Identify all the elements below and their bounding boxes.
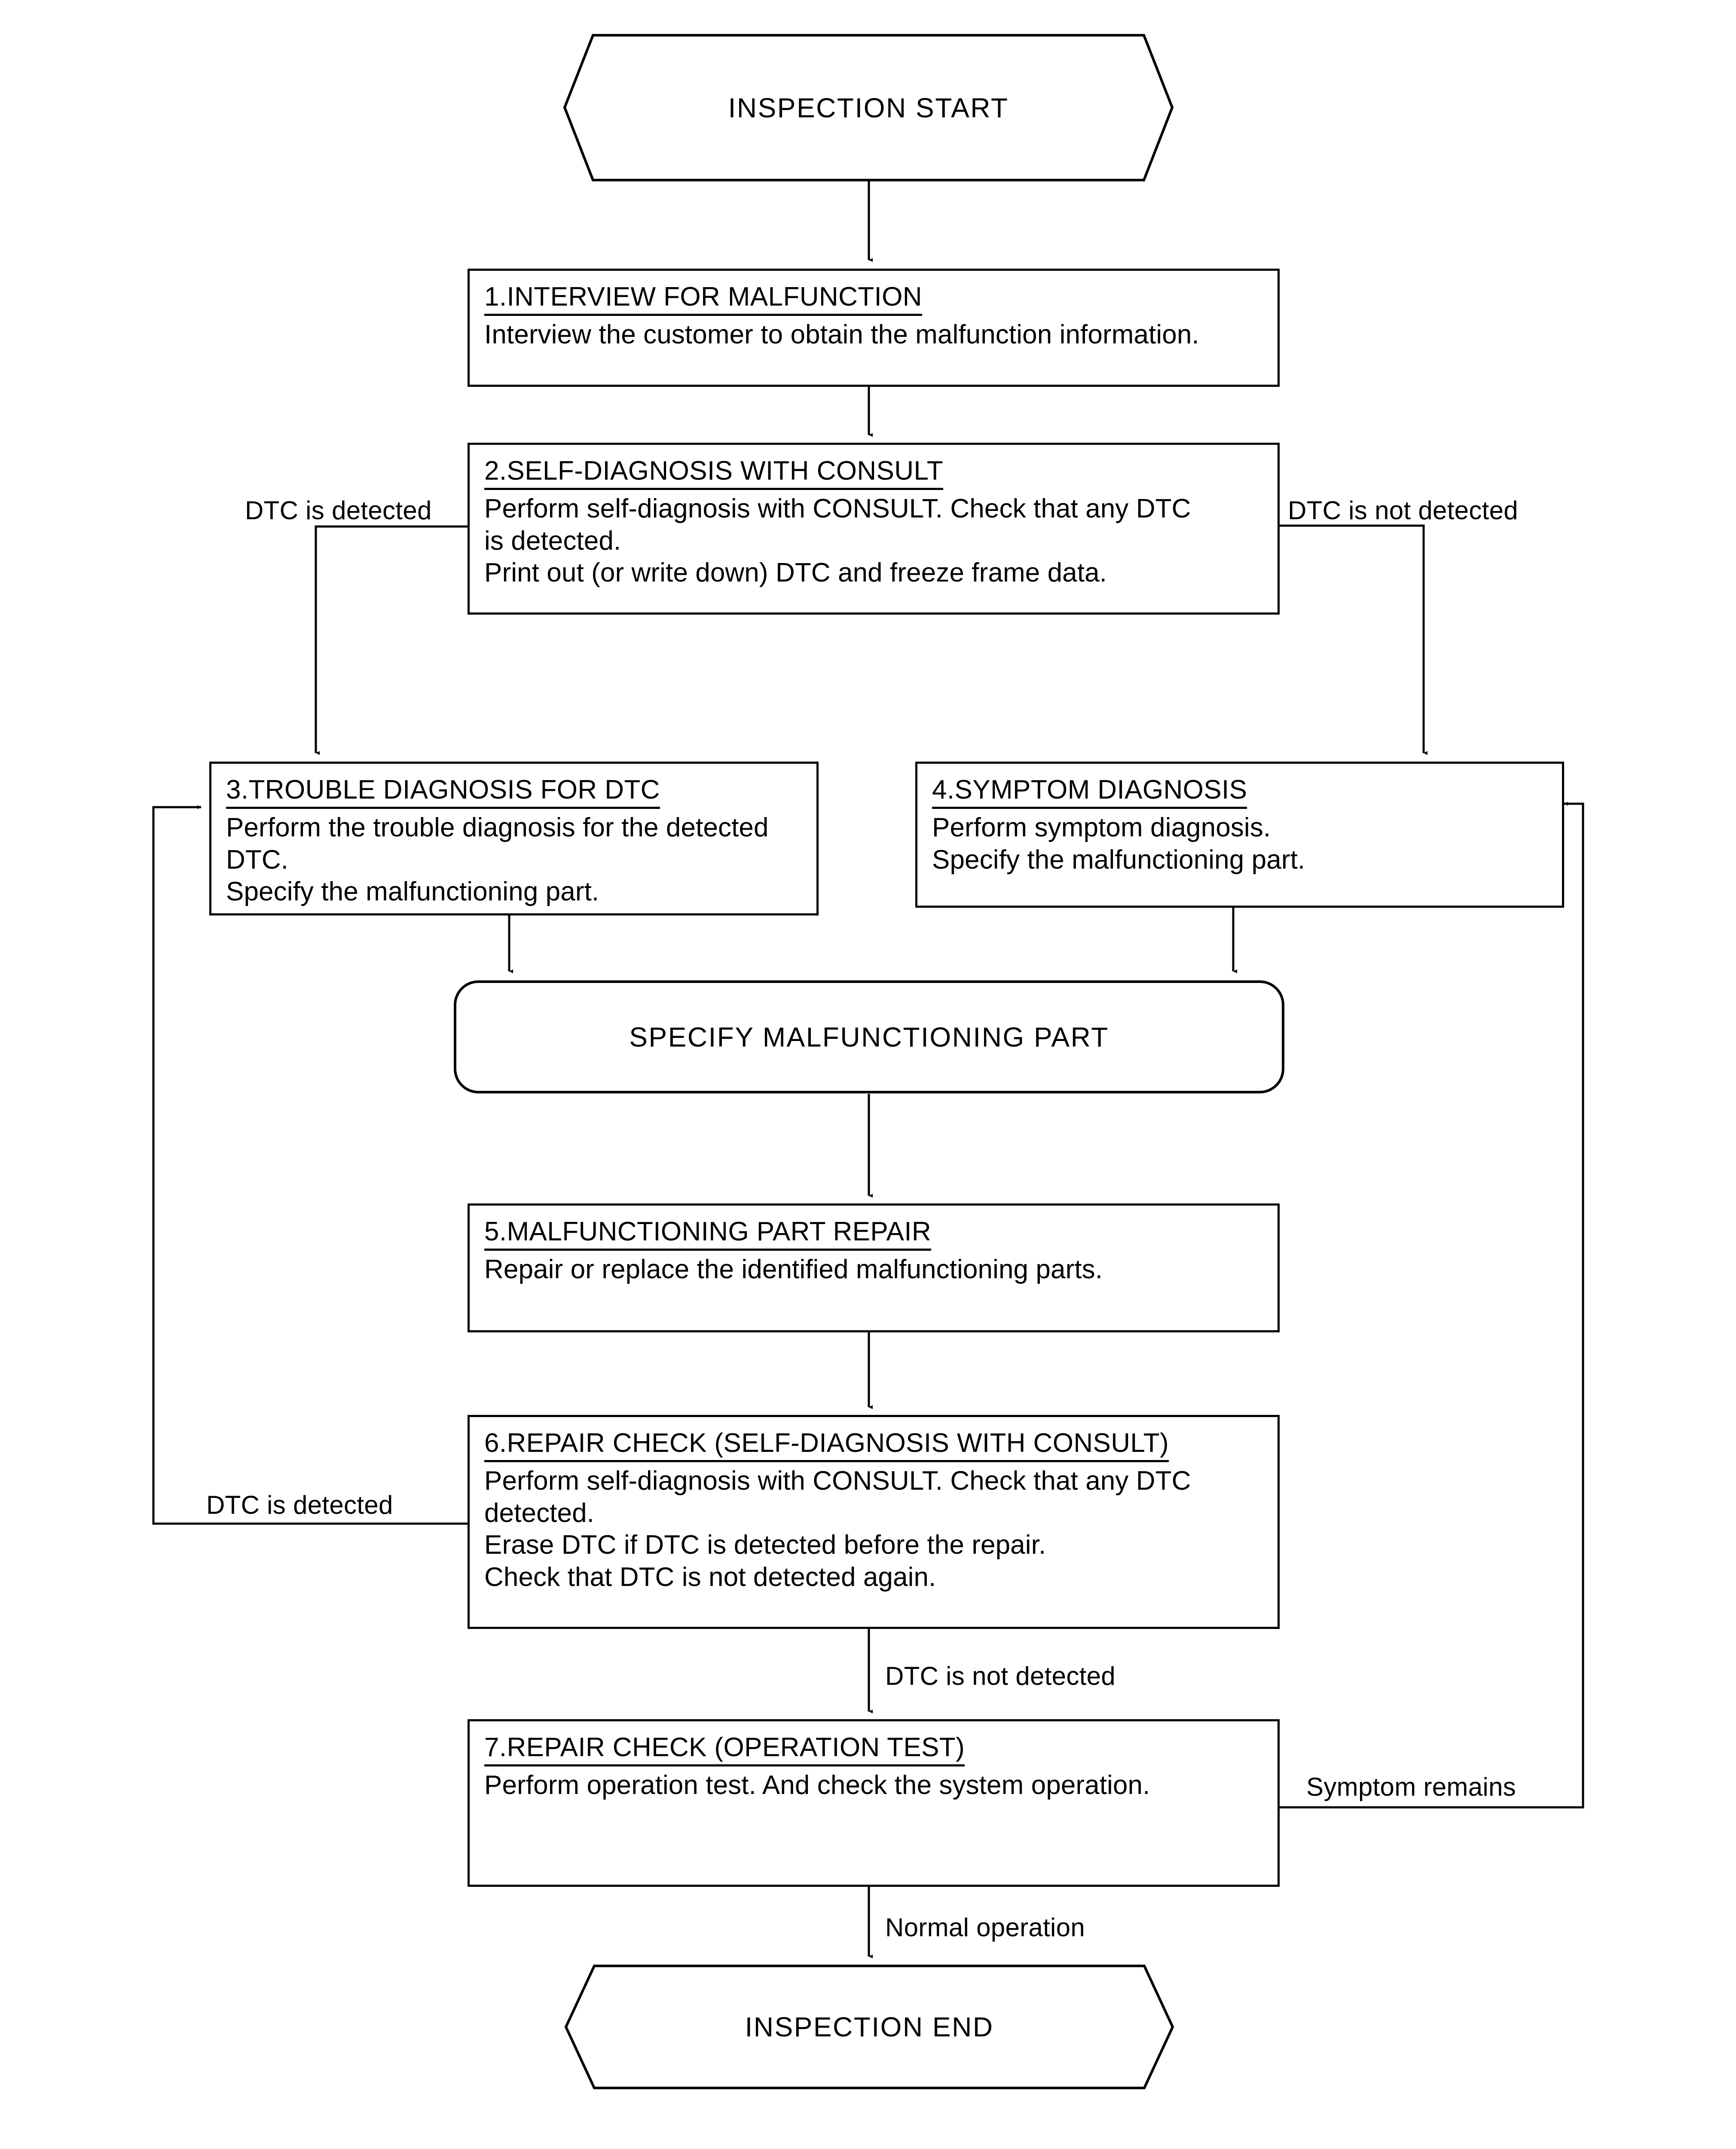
step-2-line-1: is detected. [484, 526, 621, 556]
inspection-end-label: INSPECTION END [745, 2011, 994, 2042]
step-4-title: 4.SYMPTOM DIAGNOSIS [932, 775, 1247, 809]
step-3-title: 3.TROUBLE DIAGNOSIS FOR DTC [226, 775, 660, 809]
step-3-line-1: DTC. [226, 845, 289, 875]
node-step-6: 6.REPAIR CHECK (SELF-DIAGNOSIS WITH CONS… [468, 1415, 1280, 1629]
rounded-rect-shape [454, 980, 1284, 1093]
inspection-start-label: INSPECTION START [728, 92, 1009, 123]
step-2-title: 2.SELF-DIAGNOSIS WITH CONSULT [484, 456, 944, 490]
node-step-1: 1.INTERVIEW FOR MALFUNCTION Interview th… [468, 269, 1280, 387]
hexagon-shape-end [564, 1965, 1174, 2089]
step-1-line-0: Interview the customer to obtain the mal… [484, 320, 1199, 350]
node-step-4: 4.SYMPTOM DIAGNOSIS Perform symptom diag… [915, 762, 1564, 908]
step-6-line-2: Erase DTC if DTC is detected before the … [484, 1530, 1046, 1560]
edge-label-normal-operation: Normal operation [885, 1913, 1085, 1942]
node-inspection-end: INSPECTION END [564, 1964, 1174, 2090]
step-3-line-2: Specify the malfunctioning part. [226, 877, 599, 907]
step-5-line-0: Repair or replace the identified malfunc… [484, 1255, 1103, 1285]
hexagon-shape-start [563, 34, 1174, 181]
step-7-line-0: Perform operation test. And check the sy… [484, 1770, 1150, 1800]
edge-label-dtc-not-detected-down: DTC is not detected [885, 1662, 1116, 1690]
step-2-line-2: Print out (or write down) DTC and freeze… [484, 558, 1107, 588]
edge-label-dtc-detected-loop: DTC is detected [206, 1491, 393, 1519]
edge-label-dtc-detected-left: DTC is detected [245, 496, 432, 525]
node-step-2: 2.SELF-DIAGNOSIS WITH CONSULT Perform se… [468, 443, 1280, 615]
step-3-line-0: Perform the trouble diagnosis for the de… [226, 813, 769, 843]
edge-2-to-3 [315, 525, 468, 755]
edge-7-loop-to-4 [1279, 802, 1584, 1809]
step-4-line-0: Perform symptom diagnosis. [932, 813, 1271, 843]
step-4-line-1: Specify the malfunctioning part. [932, 845, 1305, 875]
step-6-line-3: Check that DTC is not detected again. [484, 1562, 936, 1592]
step-1-title: 1.INTERVIEW FOR MALFUNCTION [484, 282, 922, 316]
edge-2-to-4 [1279, 524, 1427, 755]
specify-malfunctioning-part-label: SPECIFY MALFUNCTIONING PART [629, 1021, 1109, 1053]
step-6-line-1: detected. [484, 1498, 594, 1528]
node-step-7: 7.REPAIR CHECK (OPERATION TEST) Perform … [468, 1719, 1280, 1887]
node-step-5: 5.MALFUNCTIONING PART REPAIR Repair or r… [468, 1203, 1280, 1332]
step-7-title: 7.REPAIR CHECK (OPERATION TEST) [484, 1733, 965, 1767]
node-specify-malfunctioning-part: SPECIFY MALFUNCTIONING PART [453, 980, 1285, 1094]
step-2-line-0: Perform self-diagnosis with CONSULT. Che… [484, 494, 1191, 524]
edge-label-dtc-not-detected-right: DTC is not detected [1288, 496, 1518, 525]
node-inspection-start: INSPECTION START [563, 34, 1174, 182]
step-6-title: 6.REPAIR CHECK (SELF-DIAGNOSIS WITH CONS… [484, 1428, 1169, 1463]
step-5-title: 5.MALFUNCTIONING PART REPAIR [484, 1217, 932, 1251]
step-6-line-0: Perform self-diagnosis with CONSULT. Che… [484, 1466, 1191, 1496]
node-step-3: 3.TROUBLE DIAGNOSIS FOR DTC Perform the … [209, 762, 819, 915]
edge-label-symptom-remains: Symptom remains [1306, 1772, 1516, 1801]
